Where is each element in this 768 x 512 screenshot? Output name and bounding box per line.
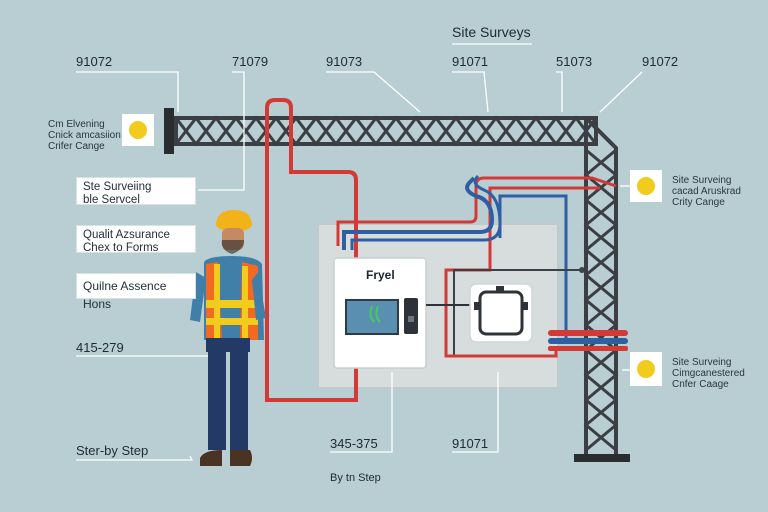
vertical-truss — [574, 116, 630, 462]
device-label: Fryel — [366, 268, 395, 282]
right-note-top-line-3: Crity Cange — [672, 197, 725, 208]
info-box-site-survey: Ste Surveiing ble Servcel — [76, 177, 196, 206]
info-box-2-line-1: Qualit Azsurance — [83, 229, 170, 241]
junction-box — [469, 283, 533, 343]
code-label-6: 91072 — [642, 54, 679, 69]
sun-icon-right-top — [630, 170, 662, 202]
red-cable — [265, 98, 358, 402]
code-label-1: 91072 — [76, 54, 113, 69]
code-label-left: 415-279 — [76, 340, 124, 355]
info-box-1-line-2: ble Servcel — [83, 194, 140, 206]
right-note-bottom-line-3: Cnfer Caage — [672, 379, 729, 390]
red-cable-upper — [336, 176, 617, 246]
left-note-line-1: Cm Elvening — [48, 119, 105, 130]
right-note-bottom-line-1: Site Surveing — [672, 357, 732, 368]
info-box-2-line-2: Chex to Forms — [83, 242, 159, 254]
worker-figure — [190, 210, 266, 466]
right-note-top: Site Surveing cacad Aruskrad Crity Cange — [672, 175, 741, 208]
blue-cable-1 — [342, 176, 495, 250]
left-note-line-2: Cnick amcasiion — [48, 130, 121, 141]
info-box-assurance: Quilne Assence Hons — [76, 273, 196, 311]
blue-cable-2 — [350, 174, 502, 250]
horizontal-truss — [164, 108, 598, 154]
diagram-title: Site Surveys — [452, 24, 531, 40]
code-label-right: 91071 — [452, 436, 489, 451]
left-note: Cm Elvening Cnick amcasiion Crifer Cange — [48, 119, 121, 152]
right-note-bottom-line-2: Cimgcanestered — [672, 368, 745, 379]
right-note-bottom: Site Surveing Cimgcanestered Cnfer Caage — [672, 357, 745, 390]
code-label-5: 51073 — [556, 54, 593, 69]
info-box-quality: Qualit Azsurance Chex to Forms — [76, 225, 196, 254]
step-sub-label: By tn Step — [330, 472, 381, 484]
pipe-bundle — [444, 330, 628, 358]
code-label-2: 71079 — [232, 54, 269, 69]
step-by-step-label: Ster-by Step — [76, 443, 149, 458]
control-unit — [333, 257, 470, 369]
sun-icon-right-bottom — [630, 352, 662, 386]
right-note-top-line-2: cacad Aruskrad — [672, 186, 741, 197]
code-label-center: 345-375 — [330, 436, 378, 451]
blue-cable-4 — [453, 269, 582, 356]
code-label-4: 91071 — [452, 54, 489, 69]
sun-icon-left — [122, 114, 154, 146]
right-note-top-line-1: Site Surveing — [672, 175, 732, 186]
code-label-3: 91073 — [326, 54, 363, 69]
left-note-line-3: Crifer Cange — [48, 141, 105, 152]
info-box-1-line-1: Ste Surveiing — [83, 181, 152, 193]
